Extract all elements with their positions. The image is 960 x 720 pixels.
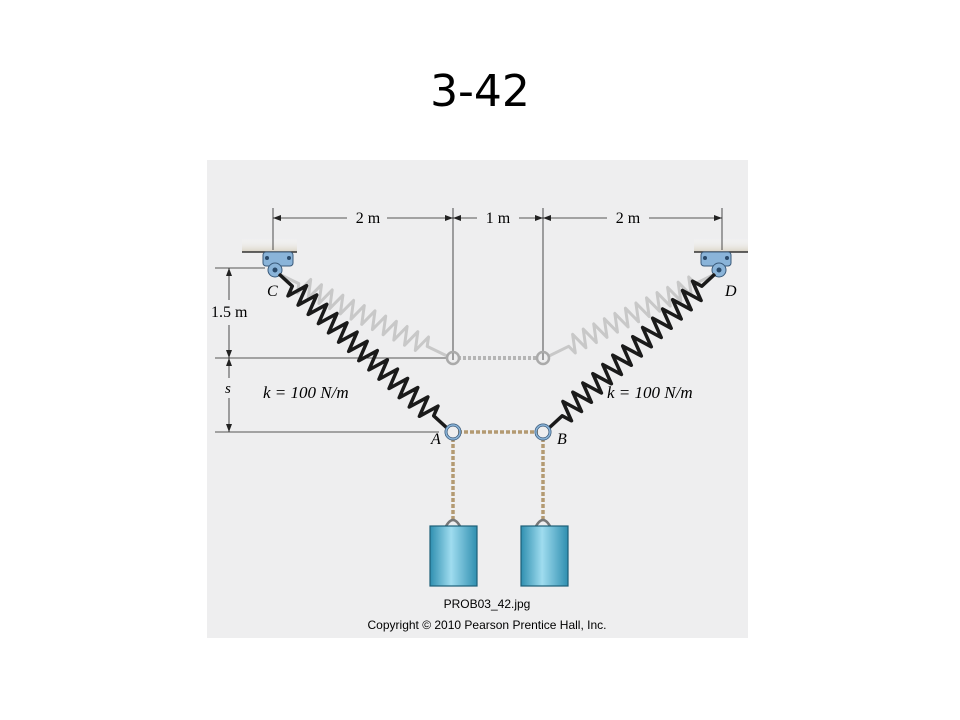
spring-right [547, 272, 717, 430]
dim-left-span: 2 m [356, 210, 381, 227]
weight-left [429, 518, 478, 587]
spring-system-diagram: 2 m 1 m 2 m 1.5 m s [207, 160, 748, 638]
ring-a [444, 423, 462, 441]
left-dimension [215, 267, 447, 433]
label-spring-left: k = 100 N/m [263, 383, 349, 402]
label-d: D [724, 283, 737, 300]
caption-copyright: Copyright © 2010 Pearson Prentice Hall, … [368, 618, 607, 632]
weight-right [520, 518, 569, 587]
ring-unstretched-right [535, 350, 551, 366]
label-a: A [430, 431, 441, 448]
label-c: C [267, 283, 278, 300]
dim-height: 1.5 m [211, 304, 248, 321]
bracket-c [262, 251, 294, 278]
top-dimension-arrows [273, 215, 722, 221]
spring-left [277, 272, 449, 430]
top-dimension [272, 208, 723, 360]
left-dimension-arrows [226, 268, 232, 432]
ring-b [534, 423, 552, 441]
dim-sag: s [225, 381, 231, 397]
dim-middle-span: 1 m [486, 210, 511, 227]
right-ceiling [694, 238, 748, 253]
caption-filename: PROB03_42.jpg [444, 597, 531, 611]
label-b: B [557, 431, 567, 448]
ring-unstretched-left [445, 350, 461, 366]
figure-panel: 2 m 1 m 2 m 1.5 m s [207, 160, 748, 638]
slide-title: 3-42 [430, 66, 530, 117]
left-ceiling [242, 238, 297, 253]
dim-right-span: 2 m [616, 210, 641, 227]
spring-unstretched-left [278, 272, 448, 358]
label-spring-right: k = 100 N/m [607, 383, 693, 402]
bracket-d [700, 251, 732, 278]
spring-unstretched-right [548, 272, 716, 358]
